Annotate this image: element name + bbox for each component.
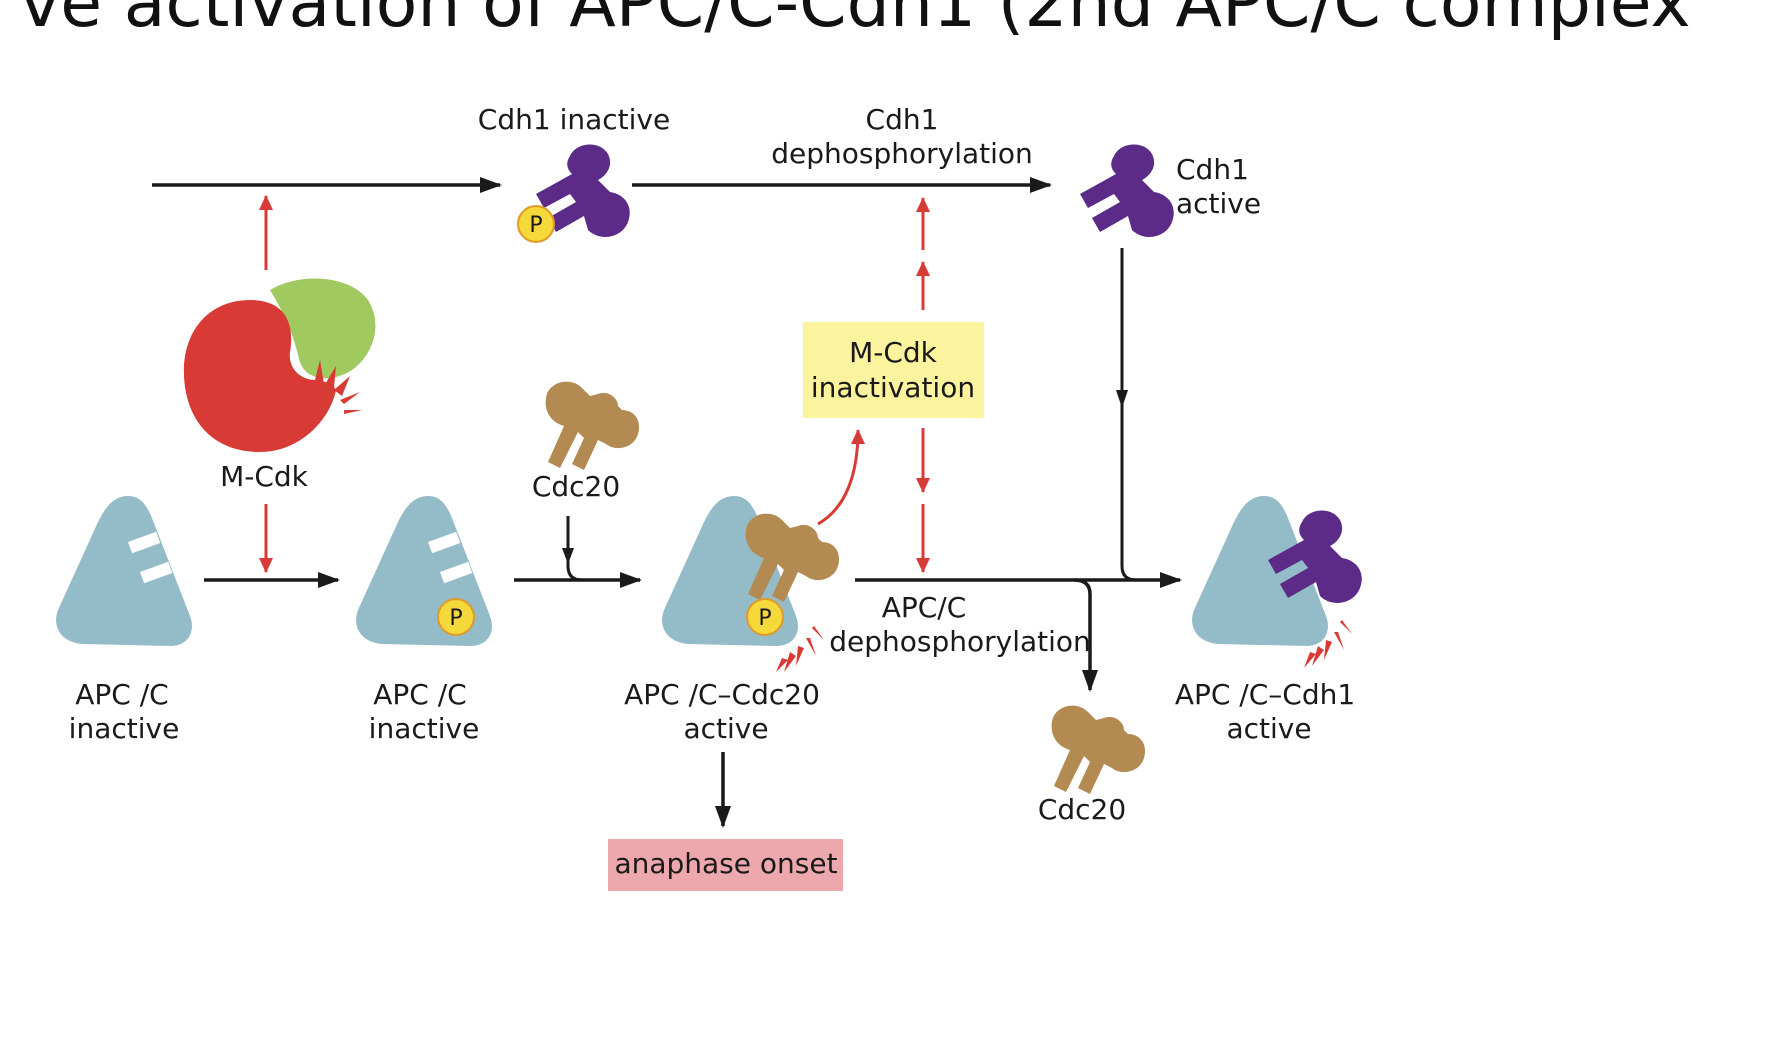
cdh1-active-label-2: active [1176, 187, 1261, 220]
cdh1-down-line [1120, 248, 1137, 582]
svg-text:P: P [758, 606, 771, 631]
mcdk-inactivation-box: M-Cdk inactivation [803, 322, 984, 418]
apc-dephos-label-2: dephosphorylation [829, 625, 1091, 658]
phosphate-cdh1: P [517, 205, 555, 243]
page-title: ve activation of APC/C-Cdh1 (2nd APC/C c… [20, 0, 1691, 43]
apc-dephos-label-1: APC/C [882, 591, 967, 624]
apc2-label-2: inactive [369, 712, 480, 745]
phosphate-apc2: P [437, 598, 475, 636]
cdc20-free-bottom [1051, 705, 1146, 794]
anaphase-onset-box: anaphase onset [608, 839, 843, 891]
apc1-label-1: APC /C [75, 678, 168, 711]
cdh1-inactive-label: Cdh1 inactive [478, 103, 670, 136]
apc3-activity-spikes [776, 626, 824, 672]
curved-red-arrow [817, 429, 865, 526]
cdc20-top-label: Cdc20 [532, 470, 620, 503]
cdh1-dephos-label-2: dephosphorylation [771, 137, 1033, 170]
apc4-label-1: APC /C–Cdh1 [1175, 678, 1355, 711]
apc2-label-1: APC /C [373, 678, 466, 711]
apc-inactive-2 [356, 496, 492, 646]
svg-text:P: P [529, 213, 542, 238]
svg-text:M-Cdk: M-Cdk [849, 336, 938, 369]
cdh1-active-label-1: Cdh1 [1176, 153, 1249, 186]
svg-text:anaphase onset: anaphase onset [614, 847, 837, 880]
cdc20-free-top [545, 381, 640, 470]
cdc20-join-arrow [566, 516, 583, 582]
mcdk-complex [183, 278, 376, 452]
apc4-label-2: active [1226, 712, 1311, 745]
apc3-label-2: active [683, 712, 768, 745]
apc-inactive-1 [56, 496, 192, 646]
cdh1-dephos-label-1: Cdh1 [866, 103, 939, 136]
svg-text:inactivation: inactivation [811, 371, 975, 404]
apc3-label-1: APC /C–Cdc20 [624, 678, 820, 711]
phosphate-apc3: P [746, 598, 784, 636]
cdc20-bottom-label: Cdc20 [1038, 793, 1126, 826]
cdc20-release-arrow [1073, 578, 1098, 692]
apc4-activity-spikes [1304, 620, 1352, 668]
mcdk-label: M-Cdk [220, 460, 309, 493]
cdh1-active-protein [1080, 144, 1174, 237]
svg-text:P: P [449, 606, 462, 631]
apc1-label-2: inactive [69, 712, 180, 745]
